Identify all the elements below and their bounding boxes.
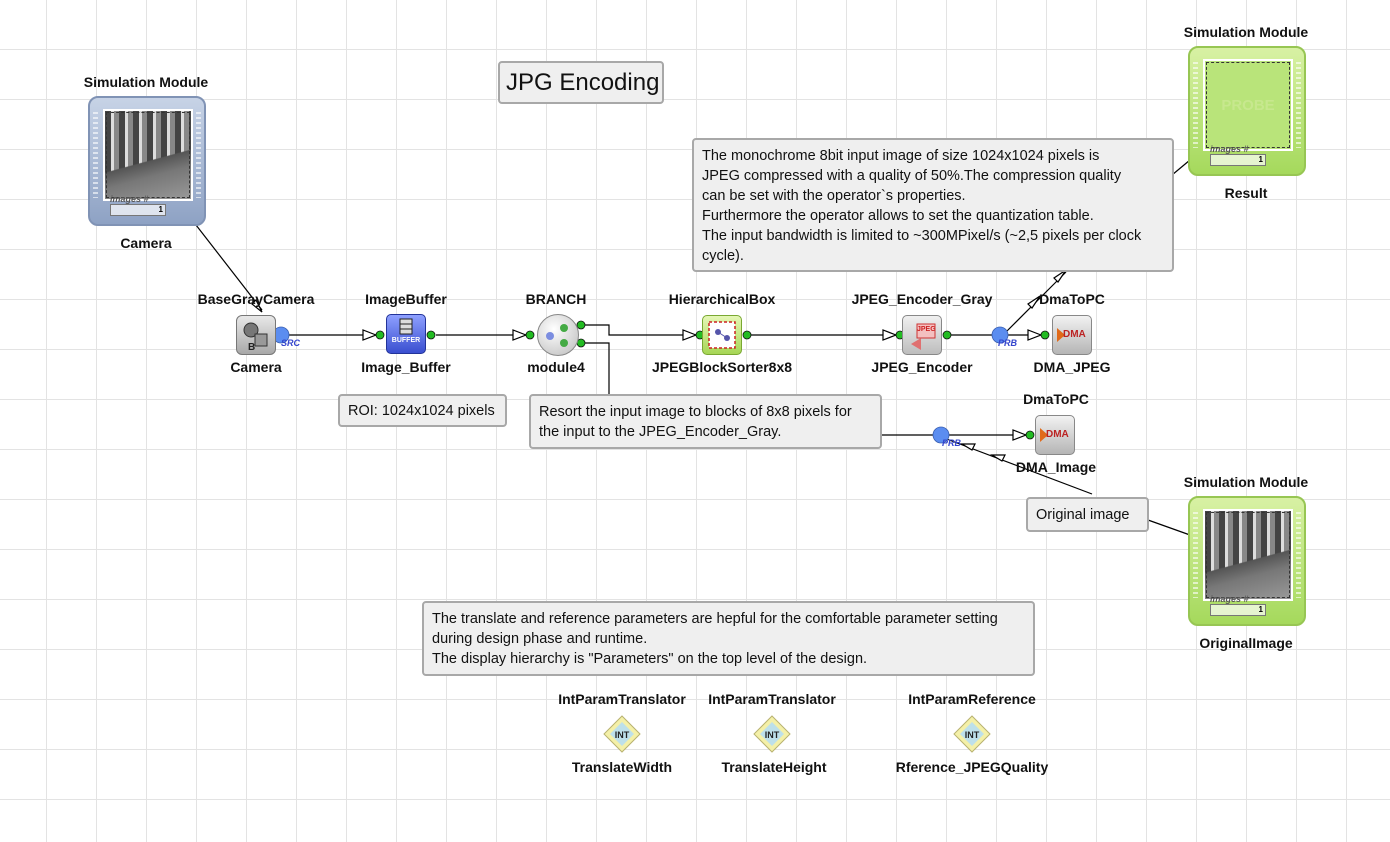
jpeg-encoder-icon[interactable]: JPEG	[902, 315, 942, 355]
wire-sim-to-camera	[195, 224, 263, 311]
op-buffer-name: Image_Buffer	[361, 359, 451, 375]
param-width-type: IntParamTranslator	[558, 691, 686, 707]
op-branch-type: BRANCH	[525, 291, 587, 307]
op-branch-name: module4	[527, 359, 585, 375]
sim-result-header: Simulation Module	[1183, 24, 1309, 40]
sim-module-camera[interactable]: images # 1	[88, 96, 206, 226]
sim-original-counter: images # 1	[1210, 594, 1304, 616]
param-width-name: TranslateWidth	[571, 759, 673, 775]
op-camera-type: BaseGrayCamera	[197, 291, 315, 307]
sim-camera-name: Camera	[120, 235, 172, 251]
svg-text:INT: INT	[765, 730, 780, 740]
int-param-icon[interactable]: INT	[952, 714, 992, 754]
int-param-icon[interactable]: INT	[752, 714, 792, 754]
sim-original-header: Simulation Module	[1183, 474, 1309, 490]
original-image-note[interactable]: Original image	[1026, 497, 1149, 532]
param-height-type: IntParamTranslator	[708, 691, 836, 707]
param-quality-name: Rference_JPEGQuality	[895, 759, 1049, 775]
op-dma-image-type: DmaToPC	[1023, 391, 1089, 407]
op-dma-jpeg-name: DMA_JPEG	[1033, 359, 1111, 375]
dma-image-icon[interactable]: DMA	[1035, 415, 1075, 455]
svg-text:INT: INT	[615, 730, 630, 740]
sim-result-name: Result	[1224, 185, 1268, 201]
probe-label-jpeg: PRB	[998, 338, 1018, 348]
sim-result-counter: images # 1	[1210, 144, 1304, 166]
probe-ball-image	[932, 426, 950, 444]
op-hierbox-name: JPEGBlockSorter8x8	[651, 359, 793, 375]
probe-ball-jpeg	[991, 326, 1009, 344]
sim-camera-counter: images # 1	[110, 194, 204, 216]
param-height-name: TranslateHeight	[721, 759, 827, 775]
original-preview-image	[1203, 509, 1293, 601]
buffer-icon[interactable]: BUFFER	[386, 314, 426, 354]
svg-text:B: B	[248, 342, 255, 353]
wire-branch-to-hierbox	[585, 324, 696, 336]
op-hierbox-type: HierarchicalBox	[668, 291, 776, 307]
int-param-icon[interactable]: INT	[602, 714, 642, 754]
op-buffer-type: ImageBuffer	[365, 291, 447, 307]
parameters-note[interactable]: The translate and reference parameters a…	[422, 601, 1035, 676]
svg-text:INT: INT	[965, 730, 980, 740]
param-quality-type: IntParamReference	[908, 691, 1036, 707]
op-encoder-name: JPEG_Encoder	[871, 359, 973, 375]
op-camera-name: Camera	[230, 359, 282, 375]
op-dma-jpeg-type: DmaToPC	[1039, 291, 1105, 307]
dma-jpeg-icon[interactable]: DMA	[1052, 315, 1092, 355]
sim-original-name: OriginalImage	[1199, 635, 1293, 651]
resort-note[interactable]: Resort the input image to blocks of 8x8 …	[529, 394, 882, 449]
description-note[interactable]: The monochrome 8bit input image of size …	[692, 138, 1174, 272]
probe-label-image: PRB	[942, 438, 962, 448]
src-port-label: SRC	[281, 338, 301, 348]
roi-note[interactable]: ROI: 1024x1024 pixels	[338, 394, 507, 427]
camera-icon[interactable]: B	[236, 315, 276, 355]
sim-camera-header: Simulation Module	[83, 74, 209, 90]
wire-branch-to-dma-image	[585, 342, 610, 395]
sim-module-result[interactable]: PROBE images # 1	[1188, 46, 1306, 176]
branch-icon[interactable]	[537, 314, 579, 356]
probe-preview: PROBE	[1203, 59, 1293, 151]
diagram-title[interactable]: JPG Encoding	[498, 61, 664, 104]
op-encoder-type: JPEG_Encoder_Gray	[851, 291, 993, 307]
op-dma-image-name: DMA_Image	[1015, 459, 1097, 475]
sim-module-original[interactable]: images # 1	[1188, 496, 1306, 626]
camera-preview-image	[103, 109, 193, 201]
hierarchical-box-icon[interactable]	[702, 315, 742, 355]
